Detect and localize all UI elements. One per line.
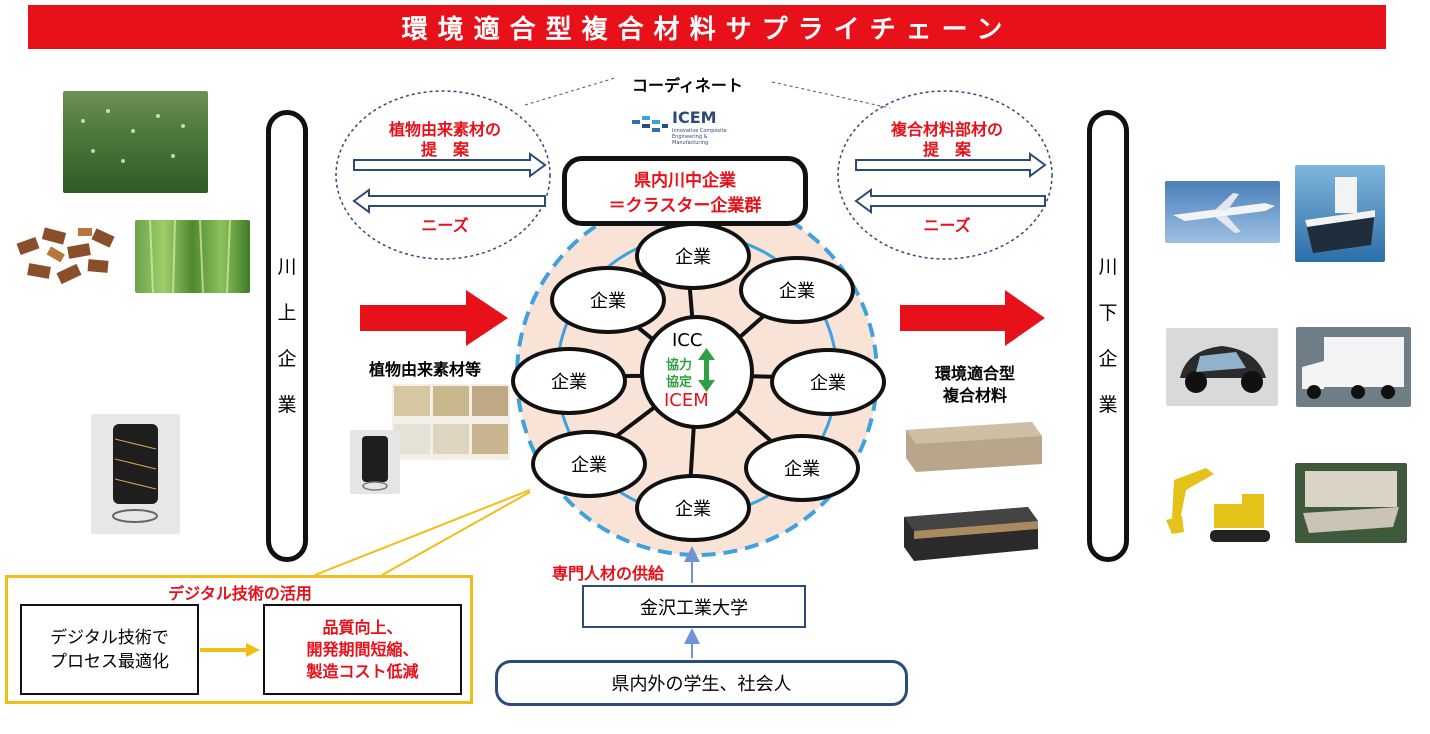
cluster-line2: ＝クラスター企業群 <box>608 196 762 216</box>
hub-icem: ICEM <box>664 390 709 411</box>
digital-technology-panel <box>5 575 473 704</box>
process-optimization-box: デジタル技術で プロセス最適化 <box>20 604 199 695</box>
materials-label: 植物由来素材等 <box>368 360 481 379</box>
left-left-arrow <box>352 188 546 214</box>
excavator-photo <box>1166 460 1279 552</box>
company-node: 企業 <box>744 434 860 502</box>
left-needs: ニーズ <box>421 216 469 235</box>
composite-board-photo <box>900 408 1046 480</box>
coordinate-line-right <box>771 81 891 109</box>
right-needs: ニーズ <box>923 216 971 235</box>
truck-image <box>1302 337 1404 399</box>
company-node: 企業 <box>770 348 886 416</box>
left-proposal-line2: 提 案 <box>420 140 469 159</box>
bamboo-photo <box>135 219 250 294</box>
page-title: 環境適合型複合材料サプライチェーン <box>28 5 1386 49</box>
callout-line-a <box>314 489 531 576</box>
left-proposal-bubble <box>335 90 551 260</box>
airplane-photo <box>1165 181 1280 243</box>
factory-panel-photo <box>1295 463 1407 543</box>
process-optimization-line1: デジタル技術で <box>50 627 169 648</box>
company-node: 企業 <box>550 266 666 334</box>
benefit-development-time: 開発期間短縮、 <box>306 639 419 659</box>
benefit-cost: 製造コスト低減 <box>306 661 419 681</box>
composite-board-image <box>906 422 1042 472</box>
talent-supply-label: 専門人材の供給 <box>551 564 664 583</box>
company-node: 企業 <box>739 256 855 324</box>
ship-photo <box>1295 165 1385 262</box>
right-proposal-line1: 複合材料部材の <box>890 120 1003 139</box>
small-bobbin-photo <box>350 430 400 494</box>
callout-line-b <box>381 491 531 576</box>
company-node: 企業 <box>511 347 627 415</box>
hub-cooperation-1: 協力 <box>666 358 693 373</box>
output-label-2: 複合材料 <box>942 386 1007 405</box>
plant-fiber-samples-image <box>394 386 508 454</box>
car-photo <box>1166 328 1278 406</box>
downstream-companies-column: 川 下 企 業 <box>1087 110 1129 562</box>
composite-panel-photo <box>900 499 1042 571</box>
cooperation-arrow-icon <box>698 348 715 392</box>
hub-circle <box>640 315 754 429</box>
left-right-arrow <box>353 152 547 178</box>
ship-image <box>1305 177 1375 253</box>
right-right-arrow <box>855 152 1047 178</box>
benefits-box: 品質向上、 開発期間短縮、 製造コスト低減 <box>263 604 462 695</box>
benefit-quality: 品質向上、 <box>322 617 403 637</box>
composite-panel-image <box>904 507 1038 561</box>
output-label-1: 環境適合型 <box>934 364 1015 383</box>
kanazawa-university-box: 金沢工業大学 <box>582 585 806 628</box>
hub-icc: ICC <box>672 330 703 351</box>
hub-cooperation-2: 協定 <box>666 375 693 390</box>
bamboo-image <box>149 219 231 294</box>
icem-logo-subtitle: Innovative Composite Engineering & Manuf… <box>672 128 727 146</box>
icem-logo-text: ICEM <box>672 108 717 127</box>
small-bobbin-image <box>362 436 388 491</box>
left-proposal-line1: 植物由来素材の <box>388 120 501 139</box>
process-optimization-line2: プロセス最適化 <box>50 651 169 672</box>
fiber-bobbin-photo <box>91 414 180 534</box>
company-node: 企業 <box>635 474 751 542</box>
truck-photo <box>1296 327 1411 407</box>
plant-field-image <box>81 109 185 163</box>
plant-fiber-samples-photo <box>392 384 510 460</box>
icem-logo-icon <box>632 116 668 132</box>
coordinate-line-left <box>524 77 616 106</box>
car-image <box>1180 346 1266 393</box>
fiber-bobbin-image <box>112 424 158 523</box>
right-proposal-line2: 提 案 <box>922 140 971 159</box>
plant-field-photo <box>63 91 208 193</box>
cluster-line1: 県内川中企業 <box>634 171 736 191</box>
cluster-box: 県内川中企業 ＝クラスター企業群 <box>562 156 808 226</box>
upstream-companies-column: 川 上 企 業 <box>266 110 308 562</box>
icem-logo: ICEM Innovative Composite Engineering & … <box>630 108 740 148</box>
company-node: 企業 <box>635 222 751 290</box>
digital-technology-title: デジタル技術の活用 <box>168 584 312 603</box>
wood-chips-image <box>16 227 115 285</box>
upstream-to-cluster-arrow <box>360 290 508 346</box>
wood-chips-photo <box>8 220 126 292</box>
cluster-to-downstream-arrow <box>900 290 1045 346</box>
right-proposal-bubble <box>837 90 1053 260</box>
excavator-image <box>1166 468 1270 542</box>
factory-panel-image <box>1303 471 1399 533</box>
coordinate-label: コーディネート <box>632 76 743 95</box>
airplane-image <box>1173 193 1275 233</box>
company-node: 企業 <box>531 430 647 498</box>
right-left-arrow <box>854 188 1046 214</box>
students-box: 県内外の学生、社会人 <box>495 660 908 706</box>
